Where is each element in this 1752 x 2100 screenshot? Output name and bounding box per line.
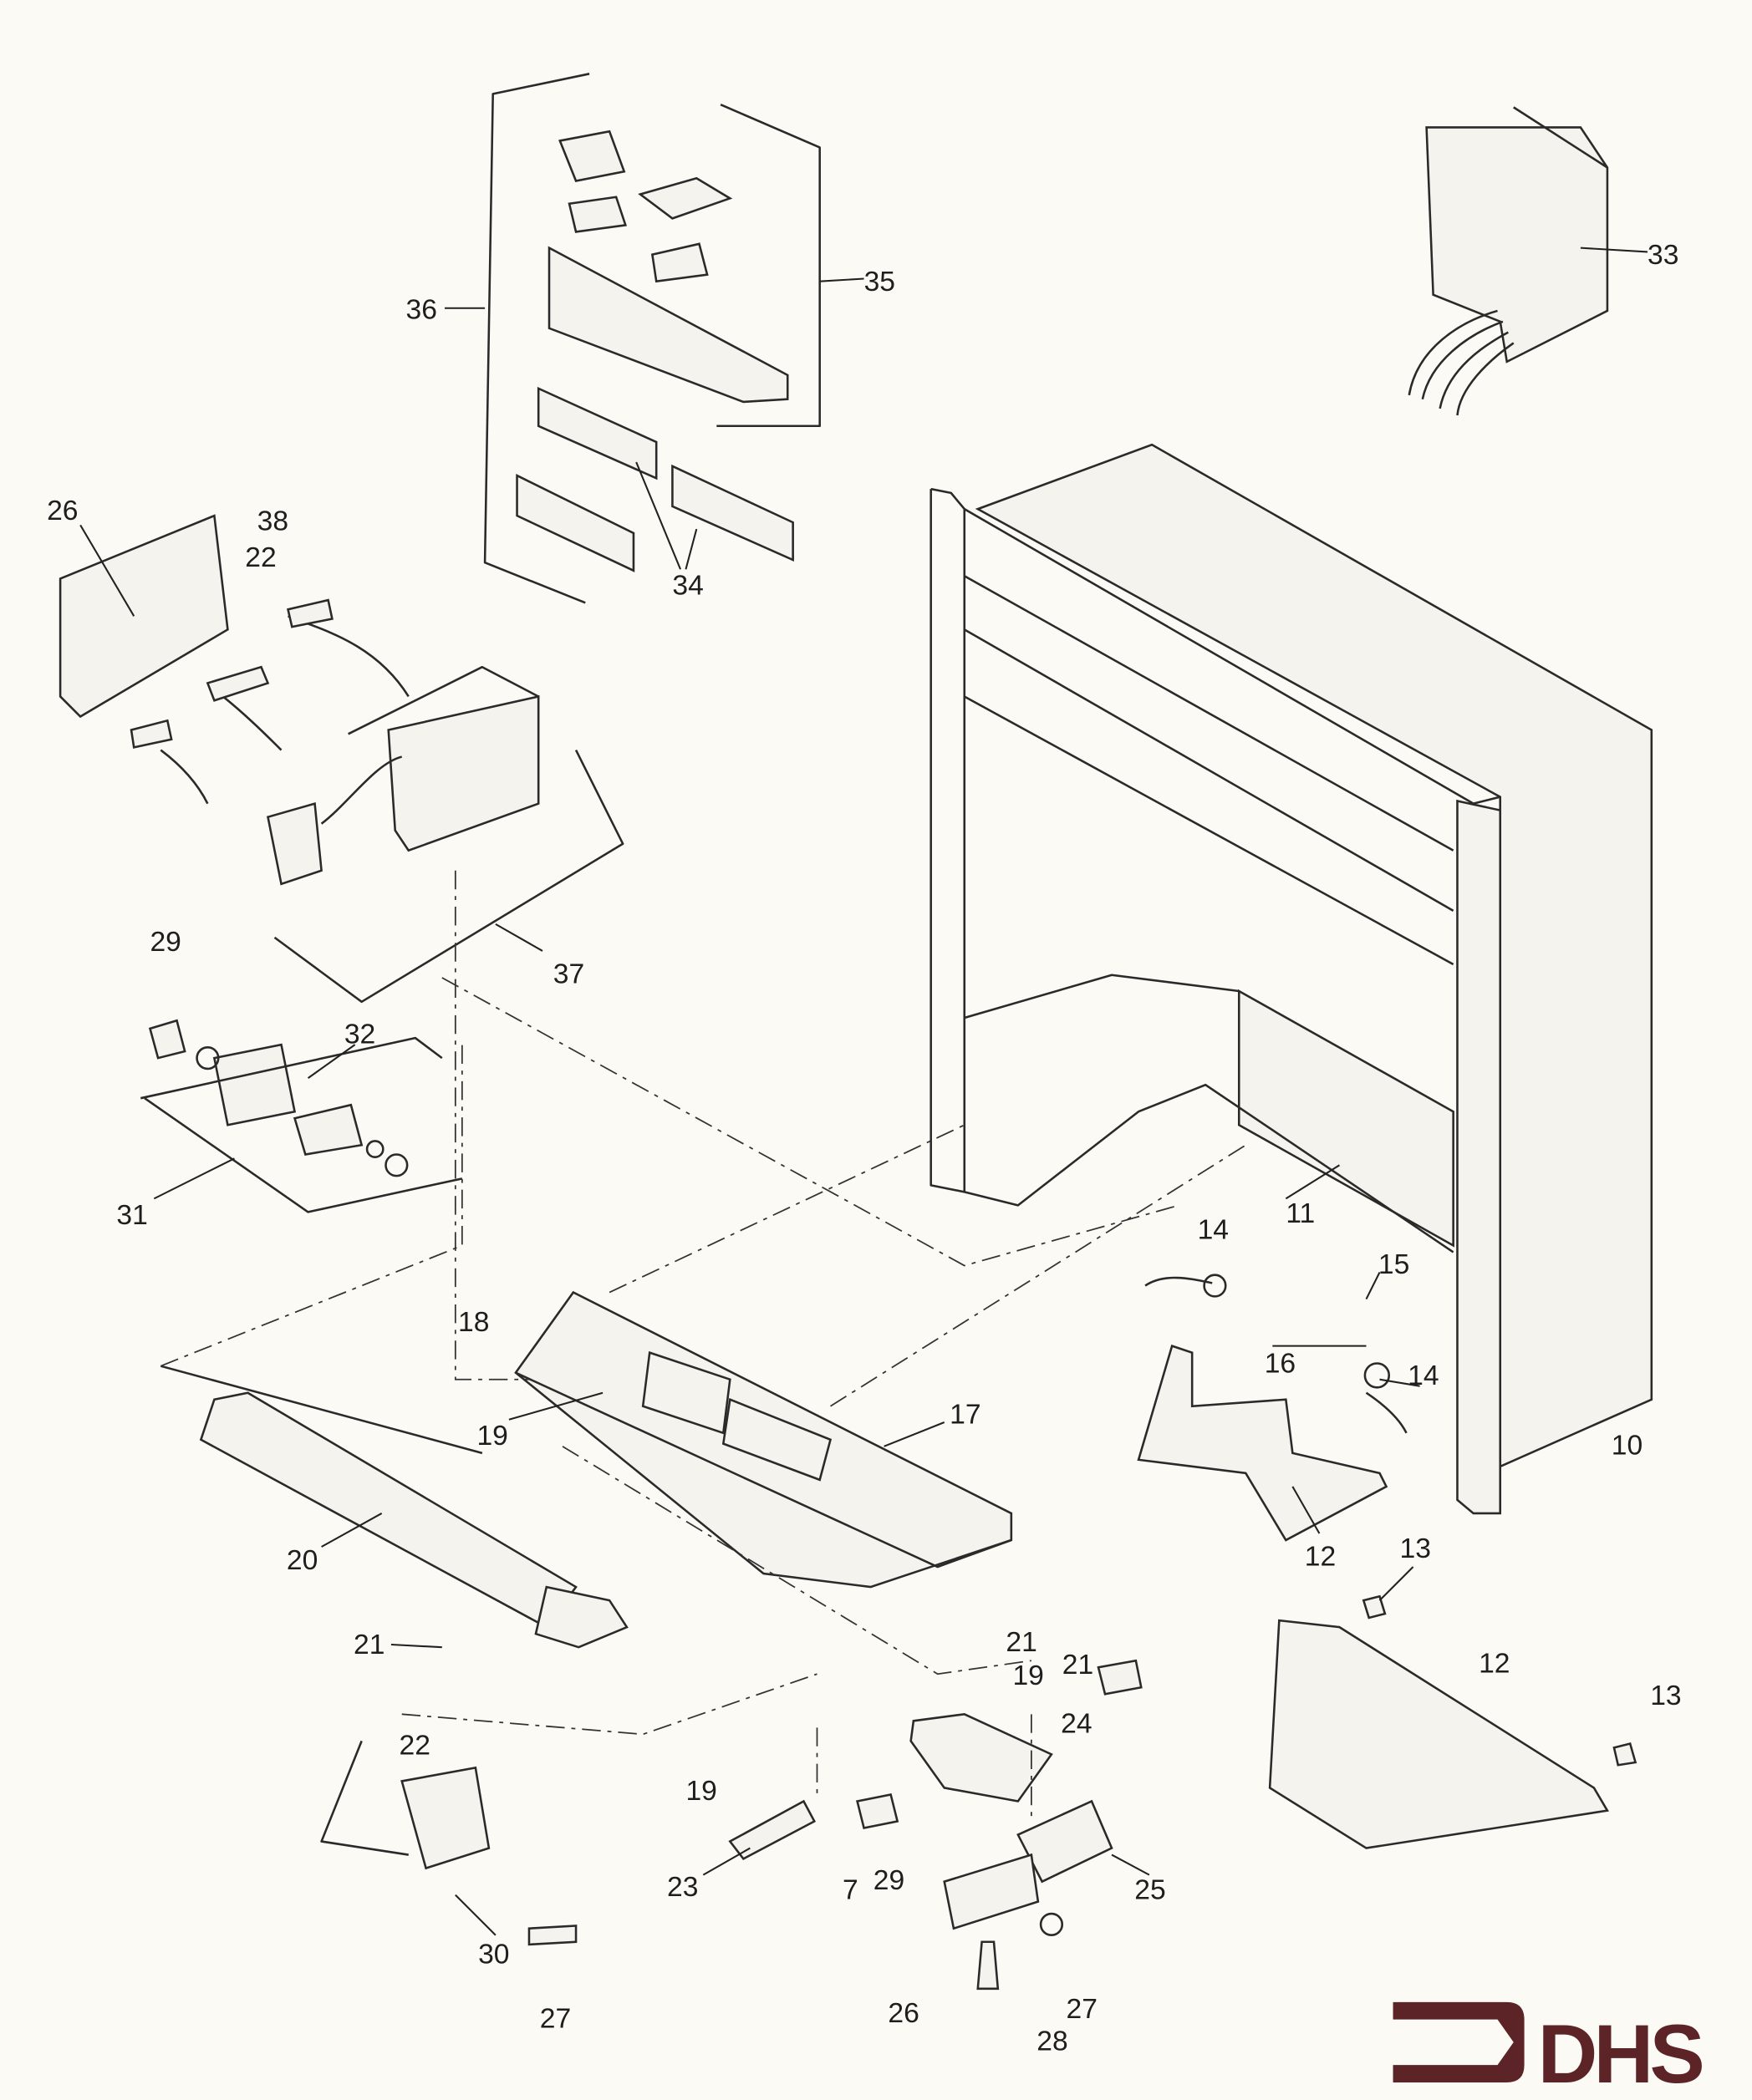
callout-30: 30	[478, 1939, 509, 1970]
alignment-lines	[160, 870, 1246, 1822]
callout-21: 21	[1062, 1650, 1093, 1681]
callout-29: 29	[150, 927, 181, 958]
callout-28: 28	[1036, 2026, 1067, 2057]
callout-22: 22	[245, 542, 276, 573]
burner-tube	[199, 1391, 629, 1649]
callout-11: 11	[1286, 1198, 1315, 1229]
callout-23: 23	[667, 1872, 698, 1903]
callout-7: 7	[843, 1874, 858, 1905]
callout-12: 12	[1479, 1649, 1510, 1680]
callout-21: 21	[1006, 1627, 1036, 1658]
callout-18: 18	[458, 1307, 489, 1338]
callout-labels: 36 35 33 26 38 22 34 37 29 32 31 11 14 15 18 16 14 19 17 10…	[47, 240, 1682, 2057]
callout-16: 16	[1265, 1349, 1296, 1380]
gas-valve-assembly	[160, 1365, 1143, 1991]
callout-29: 29	[873, 1865, 904, 1896]
mounting-bracket	[1137, 1274, 1637, 1849]
dhs-logo: DHS	[1393, 2001, 1706, 2100]
callout-19: 19	[476, 1421, 507, 1452]
callout-17: 17	[950, 1400, 980, 1431]
callout-22: 22	[400, 1730, 430, 1761]
callout-36: 36	[406, 295, 437, 326]
callout-13: 13	[1650, 1681, 1681, 1711]
callout-33: 33	[1648, 240, 1678, 271]
callout-15: 15	[1378, 1249, 1409, 1280]
logo-arrow-mark	[1393, 2001, 1525, 2082]
control-panel-assembly	[483, 73, 821, 604]
callout-19: 19	[685, 1776, 716, 1807]
callout-26: 26	[888, 1998, 919, 2029]
callout-14: 14	[1198, 1214, 1229, 1245]
callout-25: 25	[1134, 1874, 1165, 1905]
callout-12: 12	[1305, 1541, 1336, 1572]
callout-20: 20	[287, 1545, 318, 1576]
ignition-module-box	[1408, 106, 1609, 416]
pilot-fitting-assembly	[140, 1019, 463, 1213]
callout-21: 21	[354, 1630, 385, 1660]
logo-text: DHS	[1538, 2008, 1703, 2100]
callout-27: 27	[1067, 1994, 1098, 2025]
callout-38: 38	[257, 506, 288, 537]
callout-14: 14	[1408, 1360, 1439, 1391]
callout-27: 27	[540, 2003, 571, 2034]
callout-26: 26	[47, 496, 78, 526]
callout-19: 19	[1012, 1660, 1043, 1691]
callout-34: 34	[672, 571, 703, 602]
callout-13: 13	[1400, 1533, 1431, 1564]
callout-35: 35	[864, 267, 895, 297]
firebox	[929, 443, 1653, 1515]
burner-tray	[514, 1290, 1013, 1589]
callout-31: 31	[116, 1200, 147, 1231]
leader-lines	[79, 247, 1648, 1936]
callout-32: 32	[344, 1019, 375, 1050]
valve-control-assembly	[59, 514, 624, 1004]
callout-10: 10	[1612, 1430, 1642, 1461]
callout-24: 24	[1061, 1709, 1092, 1740]
callout-37: 37	[553, 958, 584, 989]
